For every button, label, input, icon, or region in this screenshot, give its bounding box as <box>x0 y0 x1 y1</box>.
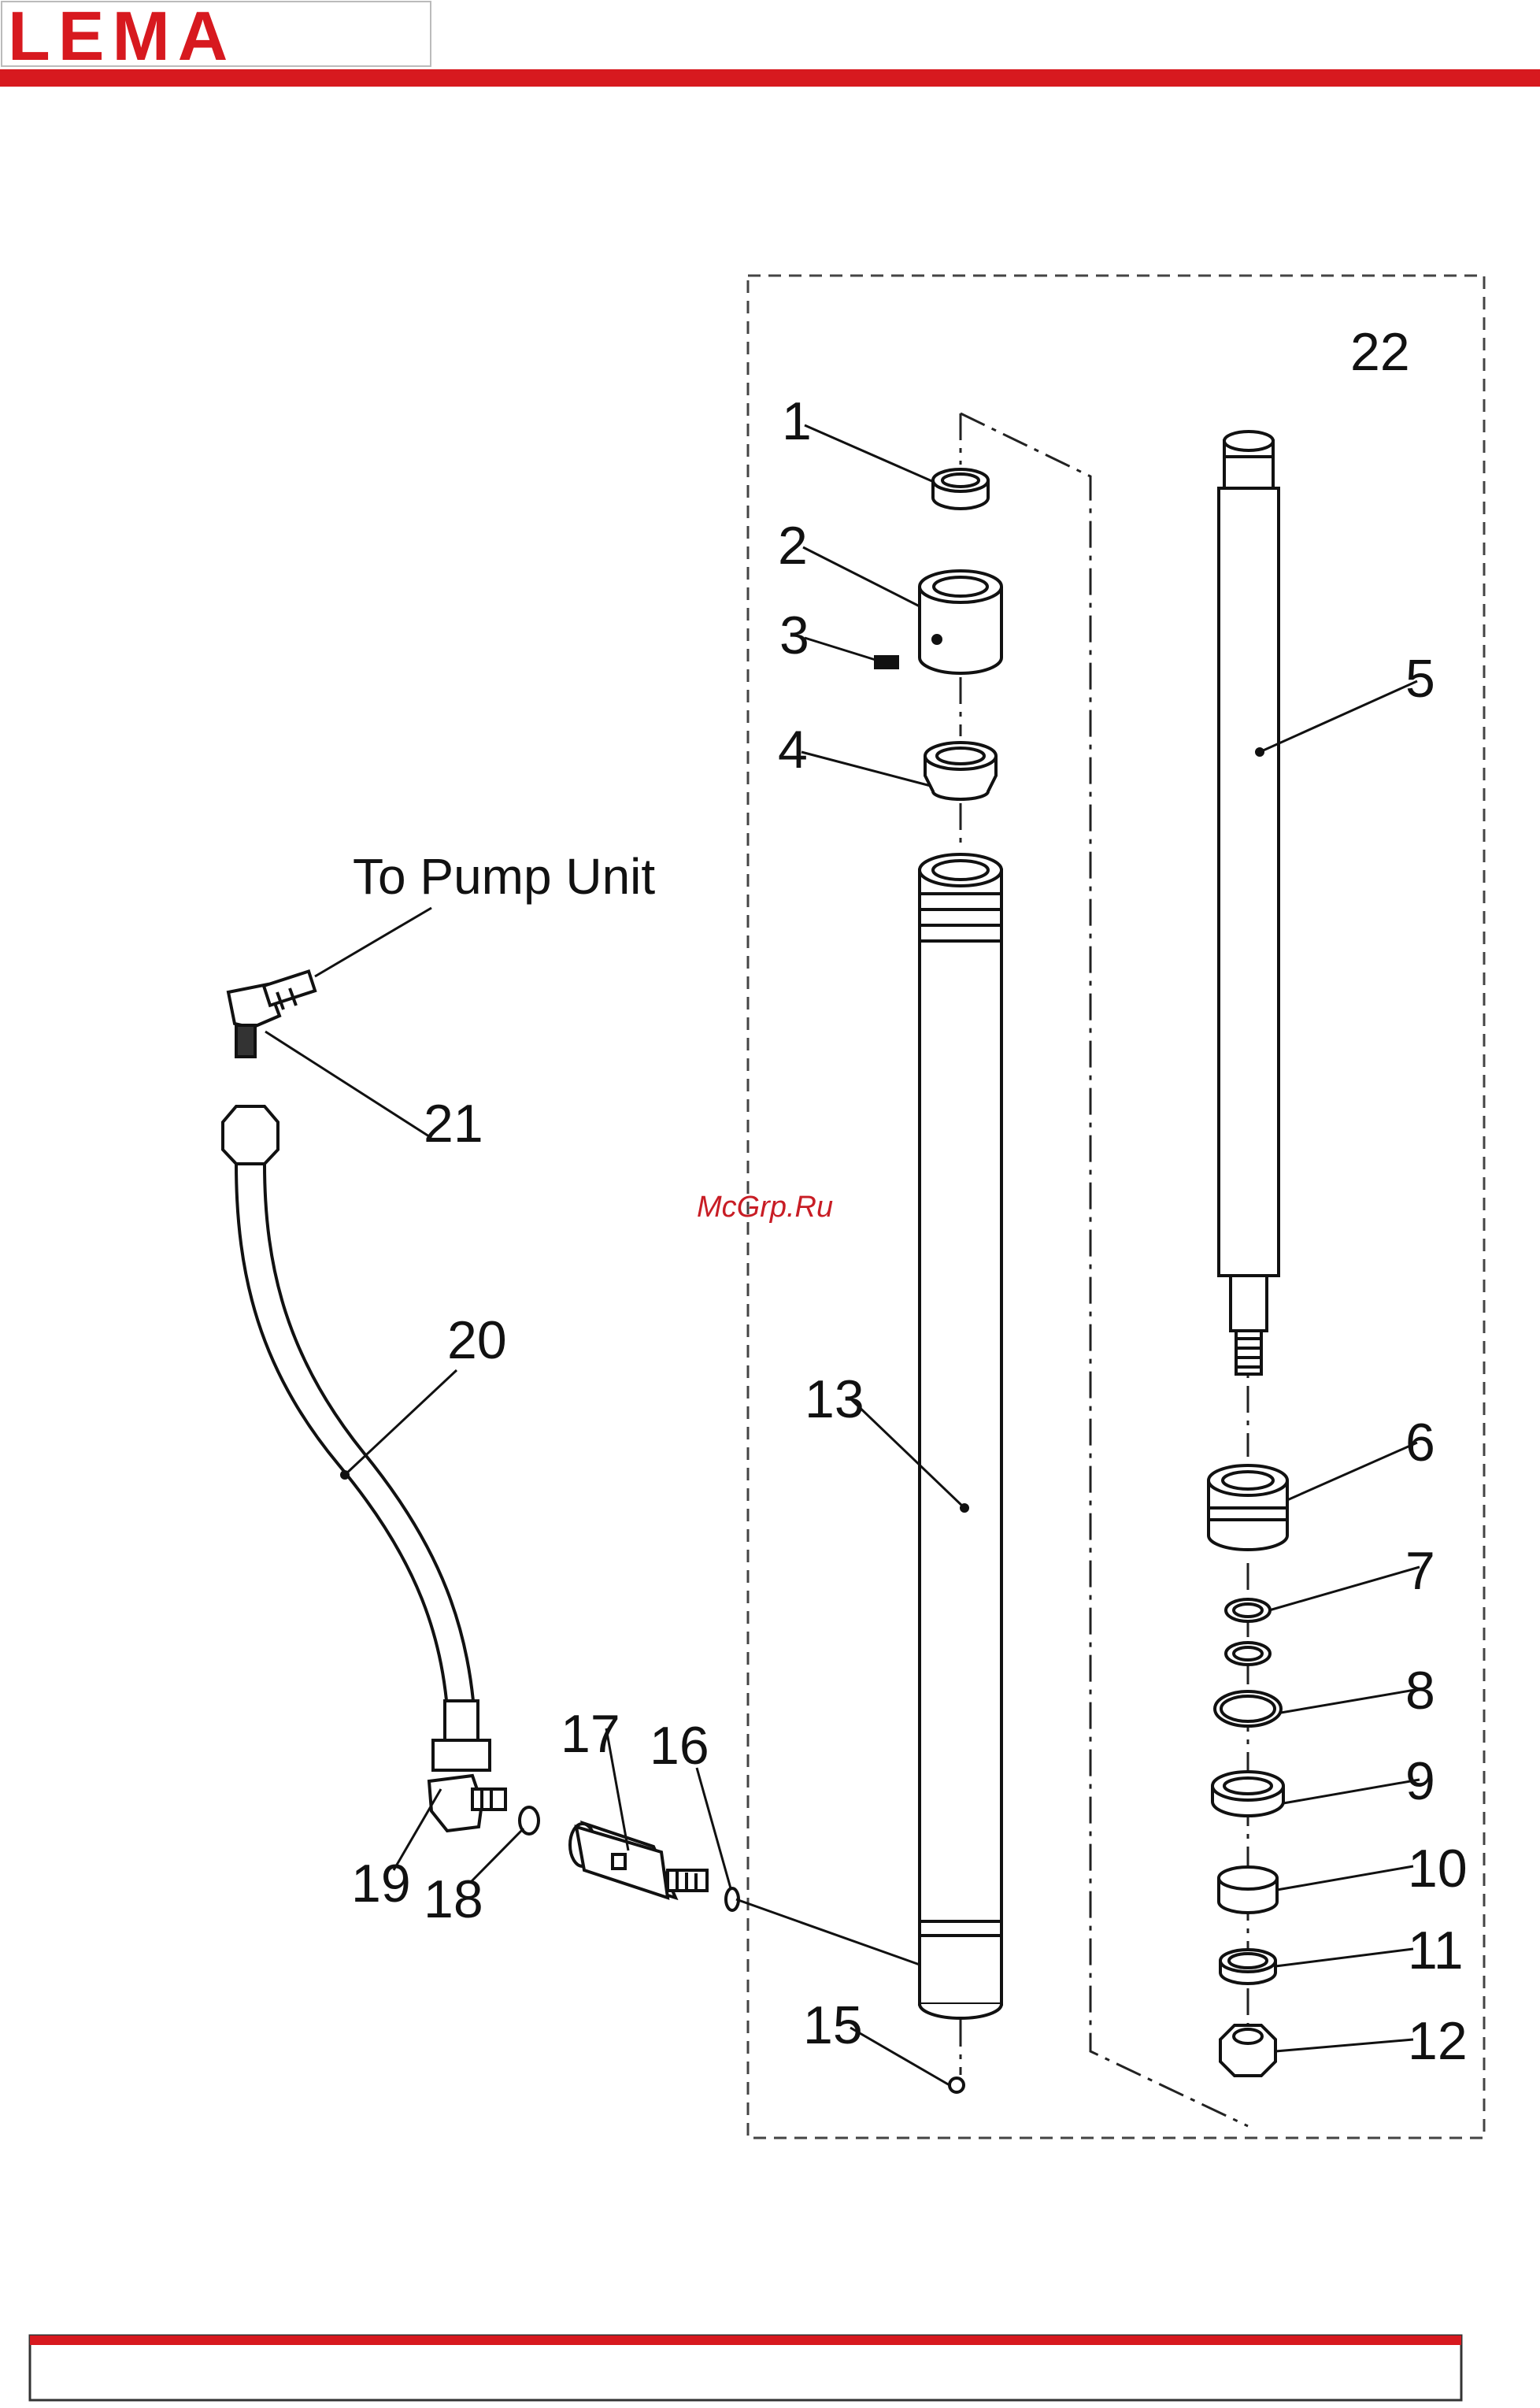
part-10-bushing <box>1219 1867 1277 1913</box>
part-6-piston <box>1209 1465 1287 1550</box>
footer-rule <box>30 2336 1461 2345</box>
callout-3: 3 <box>779 606 809 665</box>
note-to-pump-unit: To Pump Unit <box>353 848 655 905</box>
callout-22: 22 <box>1350 322 1410 382</box>
part-1-ring <box>933 469 988 509</box>
callout-4: 4 <box>778 720 808 780</box>
callout-10: 10 <box>1408 1839 1468 1899</box>
part-4-bushing <box>925 743 996 799</box>
part-2-collar <box>920 571 1001 673</box>
part-20-hose-edge-b <box>265 1164 476 1732</box>
header: LEMA <box>0 0 1540 87</box>
part-13-cylinder-tube <box>920 854 1001 2018</box>
callout-6: 6 <box>1405 1413 1435 1473</box>
footer <box>30 2336 1461 2400</box>
left-column-parts <box>876 469 1001 2092</box>
footer-box <box>30 2336 1461 2400</box>
watermark: McGrp.Ru <box>697 1191 833 1224</box>
callout-12: 12 <box>1408 2011 1468 2071</box>
callout-19: 19 <box>351 1854 411 1913</box>
hose-top-nut <box>223 1106 278 1164</box>
part-11-ring <box>1220 1950 1275 1984</box>
part-20-hose-edge-a <box>236 1164 449 1732</box>
hose-bottom-nut <box>433 1740 490 1770</box>
part-5-piston-rod <box>1219 432 1279 1374</box>
callout-7: 7 <box>1405 1541 1435 1601</box>
callout-20: 20 <box>447 1310 507 1370</box>
callout-17: 17 <box>561 1704 620 1764</box>
assembly-centerlines <box>961 413 1248 2126</box>
callout-13: 13 <box>805 1369 864 1429</box>
brand-logo: LEMA <box>8 0 235 75</box>
assembly-box <box>748 276 1484 2138</box>
hose-assembly <box>223 971 920 1965</box>
callout-1: 1 <box>782 391 812 451</box>
header-rule <box>0 69 1540 87</box>
part-9-washer <box>1212 1772 1283 1816</box>
part-15-ball <box>950 2078 964 2092</box>
part-12-nut <box>1220 2025 1275 2076</box>
callout-9: 9 <box>1405 1751 1435 1811</box>
callout-11: 11 <box>1408 1921 1464 1980</box>
right-column-parts <box>1209 432 1287 2076</box>
part-19-elbow <box>429 1776 505 1831</box>
callout-18: 18 <box>424 1869 483 1929</box>
callout-2: 2 <box>778 516 808 576</box>
callout-16: 16 <box>650 1716 709 1776</box>
callout-21: 21 <box>424 1094 483 1154</box>
part-3-screw <box>876 657 898 668</box>
callout-5: 5 <box>1405 649 1435 709</box>
part-17-fitting <box>570 1823 707 1898</box>
callout-8: 8 <box>1405 1661 1435 1721</box>
part-21-elbow-fitting <box>228 971 315 1057</box>
callout-15: 15 <box>803 1995 863 2055</box>
